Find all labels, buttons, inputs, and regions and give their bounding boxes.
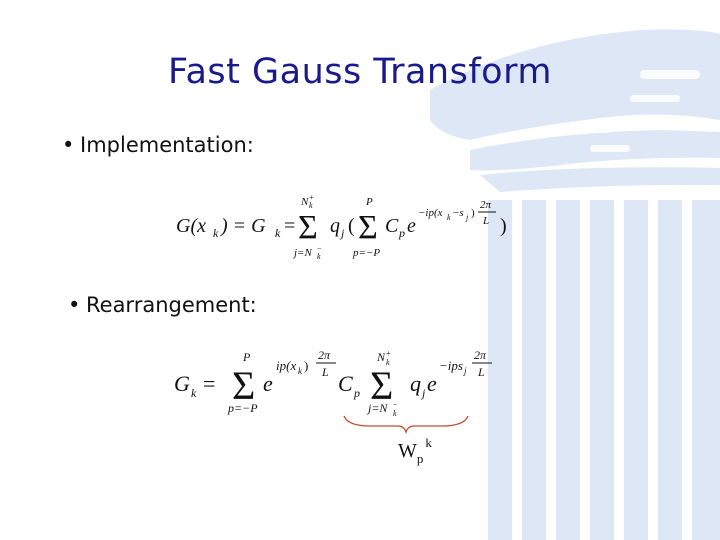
eq1-sum1-upper-sup: +: [309, 193, 314, 202]
eq2-sum2-lower-sub: k: [393, 409, 397, 418]
eq1-sum2-sigma: Σ: [358, 209, 378, 246]
eq1-sum1-sigma: Σ: [298, 209, 318, 246]
eq2-c-sub: p: [353, 386, 360, 400]
bullet-implementation: •Implementation:: [62, 133, 254, 157]
brace-label-main: W: [398, 440, 417, 462]
bullet-marker: •: [68, 293, 81, 317]
eq1-sum1-lower-sub: k: [317, 252, 321, 261]
underbrace: [343, 415, 469, 434]
bullet-text: Implementation:: [80, 133, 254, 157]
eq1-paren-close: ): [500, 215, 507, 237]
bullet-rearrangement: •Rearrangement:: [68, 293, 257, 317]
eq1-lhs: G(x: [176, 215, 206, 237]
eq2-frac-num: 2π: [318, 348, 331, 362]
eq1-exponent: −ip(x: [418, 207, 443, 219]
eq1-sum1-lower: j=N: [292, 247, 312, 259]
eq1-e: e: [407, 215, 416, 237]
eq2-c: C: [338, 371, 353, 396]
eq2-exp2: −ips: [439, 358, 463, 373]
eq2-sum2-upper-sub: k: [386, 358, 390, 367]
bullet-text: Rearrangement:: [86, 293, 257, 317]
slide-title: Fast Gauss Transform: [168, 52, 552, 92]
eq1-sum1-upper: N: [300, 196, 309, 208]
eq2-exp1: ip(x: [276, 358, 296, 373]
eq2-q: q: [410, 371, 421, 396]
eq1-lhs-sub: k: [213, 226, 219, 240]
eq2-q-sub: j: [420, 386, 426, 400]
eq1-q-sub: j: [339, 226, 345, 240]
implementation-equation: G(x k ) = G k = N k + Σ j=N k − q j ( P …: [176, 193, 507, 261]
eq2-sum2-sigma: Σ: [370, 363, 393, 408]
eq2-sum2-upper: N: [376, 350, 386, 364]
eq2-exp2-sub: j: [463, 366, 467, 376]
eq1-lhs-close: ) = G: [220, 215, 266, 237]
eq2-sum1-lower: p=−P: [227, 401, 258, 415]
eq2-sum2-upper-sup: +: [386, 349, 391, 358]
eq2-e2: e: [427, 371, 437, 396]
brace-label-sub: p: [416, 451, 424, 466]
eq1-exp-mid: −s: [452, 207, 464, 219]
eq2-frac-den: L: [321, 365, 329, 379]
eq1-exp-sub1: k: [447, 213, 451, 222]
eq2-e1: e: [263, 371, 273, 396]
eq1-sum2-upper: P: [365, 196, 373, 208]
eq2-sum2-lower: j=N: [366, 401, 388, 415]
eq1-exp-sub2: j: [465, 213, 469, 222]
eq1-frac-den: L: [482, 215, 489, 227]
eq1-sum1-lower-sup: −: [317, 244, 322, 253]
eq1-equals: =: [284, 215, 295, 237]
brace-label-sup: k: [425, 435, 432, 450]
eq1-c-sub: p: [398, 226, 405, 240]
eq1-sum2-lower: p=−P: [352, 247, 380, 259]
eq2-frac2-den: L: [477, 365, 485, 379]
eq1-paren-open: (: [348, 215, 355, 237]
eq2-sum1-sigma: Σ: [232, 363, 255, 408]
eq1-g-sub: k: [275, 226, 281, 240]
eq1-exp-close: ): [471, 207, 475, 219]
brace-label: Wpk: [398, 435, 432, 466]
bullet-marker: •: [62, 133, 75, 157]
eq2-exp1-sub: k: [298, 366, 303, 376]
eq2-sum1-upper: P: [242, 350, 251, 364]
eq2-lhs: G: [174, 371, 190, 396]
eq2-sum2-lower-sup: −: [393, 400, 398, 409]
rearrangement-equation: G k = P Σ p=−P e ip(x k ) 2π L C p N k +…: [174, 348, 492, 418]
eq2-exp1-close: ): [304, 358, 308, 373]
eq1-sum1-upper-sub: k: [309, 201, 313, 210]
eq2-equals: =: [203, 371, 215, 396]
eq1-q: q: [330, 215, 340, 237]
eq2-frac2-num: 2π: [474, 348, 487, 362]
eq1-c: C: [385, 215, 399, 237]
eq2-lhs-sub: k: [191, 386, 197, 400]
eq1-frac-num: 2π: [480, 199, 492, 211]
